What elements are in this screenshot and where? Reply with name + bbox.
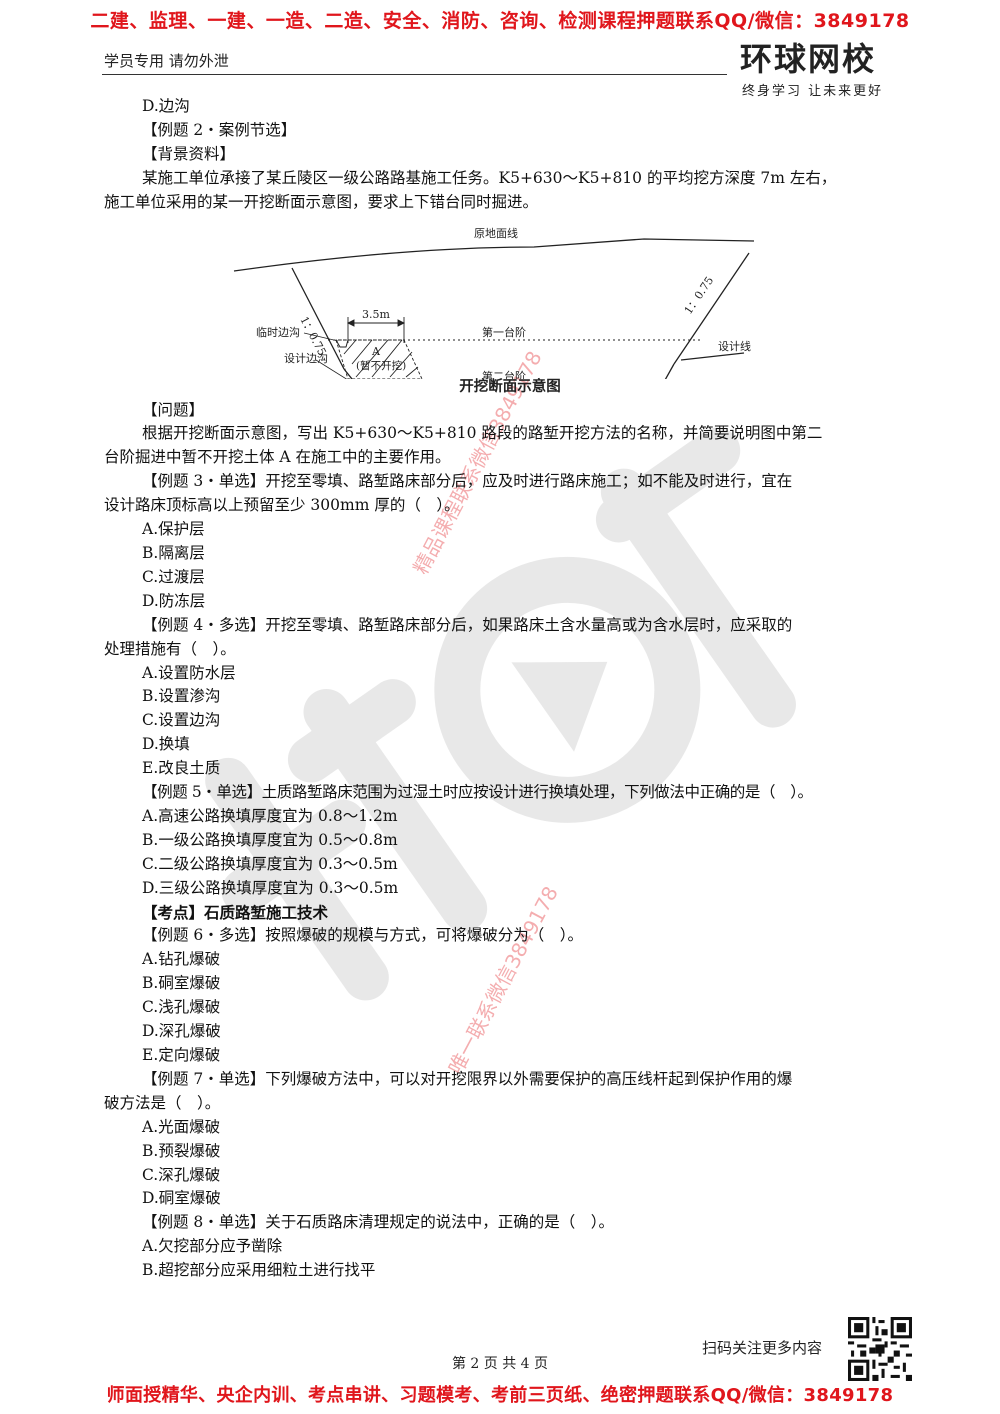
- example-heading: 【例题 2・案例节选】: [142, 120, 297, 139]
- slope-right-label: 1：0.75: [682, 274, 717, 317]
- example-question: 【例题 6・多选】按照爆破的规模与方式，可将爆破分为（ ）。: [142, 926, 584, 945]
- example-question: 【例题 3・单选】开挖至零填、路堑路床部分后，应及时进行路床施工；如不能及时进行…: [142, 472, 793, 491]
- logo-text: 环球网校: [740, 40, 877, 78]
- bottom-banner: 师面授精华、央企内训、考点串讲、习题模考、考前三页纸、绝密押题联系QQ/微信：3…: [106, 1385, 894, 1406]
- paragraph-line: 根据开挖断面示意图，写出 K5+630～K5+810 路段的路堑开挖方法的名称，…: [142, 424, 823, 443]
- option-text: B.一级公路换填厚度宜为 0.5～0.8m: [142, 830, 398, 849]
- option-text: E.定向爆破: [142, 1046, 221, 1064]
- example-question: 设计路床顶标高以上预留至少 300mm 厚的（ ）。: [104, 496, 460, 515]
- paragraph-line: 台阶掘进中暂不开挖土体 A 在施工中的主要作用。: [104, 448, 451, 467]
- example-question: 破方法是（ ）。: [104, 1093, 221, 1112]
- option-text: A.设置防水层: [142, 663, 236, 682]
- logo: 环球网校 终身学习 让未来更好: [740, 40, 920, 100]
- left-slope: [291, 267, 345, 369]
- option-text: A.钻孔爆破: [142, 950, 221, 969]
- option-text: B.预裂爆破: [142, 1141, 221, 1160]
- option-text: B.超挖部分应采用细粒土进行找平: [142, 1261, 376, 1280]
- example-question: 处理措施有（ ）。: [104, 639, 236, 658]
- design-line: [680, 351, 745, 361]
- option-text: D.硐室爆破: [142, 1189, 221, 1208]
- example-question: 【例题 8・单选】关于石质路床清理规定的说法中，正确的是（ ）。: [142, 1213, 615, 1232]
- qr-label: 扫码关注更多内容: [702, 1339, 823, 1357]
- example-question: 【例题 4・多选】开挖至零填、路堑路床部分后，如果路床土含水量高或为含水层时，应…: [142, 615, 793, 634]
- original-ground-line: [233, 237, 755, 272]
- option-text: A.欠挖部分应予凿除: [142, 1237, 283, 1256]
- option-text: D.边沟: [142, 97, 190, 115]
- key-point-heading: 【考点】石质路堑施工技术: [142, 902, 329, 922]
- option-text: E.改良土质: [142, 759, 221, 778]
- step-one-label: 第一台阶: [482, 325, 526, 339]
- right-slope: [673, 252, 750, 364]
- option-text: C.设置边沟: [142, 711, 221, 730]
- paragraph-line: 某施工单位承接了某丘陵区一级公路路基施工任务。K5+630～K5+810 的平均…: [142, 168, 837, 187]
- option-text: C.二级公路换填厚度宜为 0.3～0.5m: [142, 854, 398, 873]
- option-text: A.高速公路换填厚度宜为 0.8～1.2m: [142, 806, 398, 825]
- option-text: C.浅孔爆破: [142, 998, 221, 1017]
- paragraph-line: 施工单位采用的某一开挖断面示意图，要求上下错台同时掘进。: [104, 192, 539, 211]
- right-ditch: [664, 363, 675, 379]
- option-text: B.硐室爆破: [142, 974, 221, 993]
- document-body: D.边沟 【例题 2・案例节选】 【背景资料】 某施工单位承接了某丘陵区一级公路…: [104, 95, 916, 1283]
- excavation-diagram: 原地面线 1：0.75 1：0.75 3.5m 临时边沟 设计边沟 A (暂不开…: [233, 226, 755, 379]
- option-text: C.深孔爆破: [142, 1165, 221, 1184]
- top-banner: 二建、监理、一建、一造、二造、安全、消防、咨询、检测课程押题联系QQ/微信：38…: [90, 10, 910, 32]
- qr-code-icon[interactable]: [848, 1317, 912, 1381]
- soil-a-note: (暂不开挖): [356, 359, 406, 372]
- option-text: B.隔离层: [142, 543, 205, 562]
- design-line-label: 设计线: [718, 339, 751, 353]
- option-text: C.过渡层: [142, 567, 205, 586]
- soil-a-label: A: [371, 345, 381, 358]
- example-question: 【例题 7・单选】下列爆破方法中，可以对开挖限界以外需要保护的高压线杆起到保护作…: [142, 1069, 793, 1088]
- option-text: D.防冻层: [142, 591, 206, 610]
- temp-ditch-label: 临时边沟: [256, 325, 300, 339]
- section-heading: 【问题】: [142, 400, 205, 419]
- option-text: A.光面爆破: [142, 1117, 221, 1136]
- option-text: D.换填: [142, 735, 190, 754]
- figure-caption: 开挖断面示意图: [459, 378, 561, 395]
- original-ground-label: 原地面线: [474, 226, 518, 240]
- example-question: 【例题 5・单选】土质路堑路床范围为过湿土时应按设计进行换填处理，下列做法中正确…: [142, 783, 813, 802]
- header-rule: [102, 74, 727, 75]
- option-text: D.深孔爆破: [142, 1022, 221, 1041]
- logo-slogan: 终身学习 让未来更好: [742, 84, 884, 99]
- option-text: A.保护层: [142, 520, 205, 539]
- width-label: 3.5m: [362, 308, 390, 321]
- section-heading: 【背景资料】: [142, 144, 236, 163]
- temp-ditch-leader: [303, 332, 339, 341]
- soil-a-block: [335, 339, 423, 379]
- page-number: 第 2 页 共 4 页: [451, 1356, 549, 1372]
- step-two-label: 第二台阶: [482, 369, 526, 379]
- option-text: B.设置渗沟: [142, 687, 221, 706]
- excavation-section-figure: 原地面线 1：0.75 1：0.75 3.5m 临时边沟 设计边沟 A (暂不开…: [104, 219, 916, 397]
- option-text: D.三级公路换填厚度宜为 0.3～0.5m: [142, 878, 399, 897]
- design-ditch-leader: [315, 359, 348, 379]
- design-ditch-label: 设计边沟: [284, 352, 328, 365]
- header-note: 学员专用 请勿外泄: [104, 52, 229, 70]
